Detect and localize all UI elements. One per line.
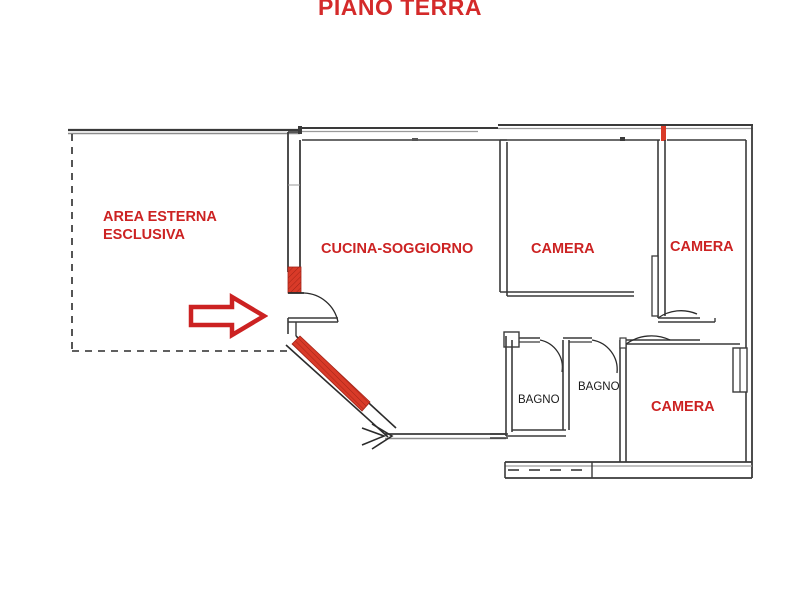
door-swing-arc-camera2 xyxy=(657,310,698,319)
door-swing-arc-bagno1 xyxy=(539,339,564,373)
camera3-walls xyxy=(619,335,740,462)
door-swing-arc-camera3 xyxy=(625,335,671,345)
room-label-bagno-2: BAGNO xyxy=(578,381,620,393)
room-label-camera-2: CAMERA xyxy=(670,239,734,255)
bagno-walls xyxy=(490,331,618,439)
exterior-area-boundary xyxy=(68,128,300,352)
room-label-camera-3: CAMERA xyxy=(651,399,715,415)
partition-camera1-camera2 xyxy=(651,140,716,323)
room-label-cucina-soggiorno: CUCINA-SOGGIORNO xyxy=(321,241,474,257)
diagonal-entrance-wall xyxy=(285,335,397,438)
room-label-bagno-1: BAGNO xyxy=(518,394,560,406)
room-label-camera-1: CAMERA xyxy=(531,241,595,257)
page-title: PIANO TERRA xyxy=(318,0,482,20)
door-swing-arc-bagno2 xyxy=(591,339,618,374)
building-outline-walls xyxy=(298,124,753,479)
room-label-area-esterna: AREA ESTERNA ESCLUSIVA xyxy=(103,208,217,244)
partition-cucina-camera1 xyxy=(499,139,634,297)
door-leaf-camera2 xyxy=(651,255,659,317)
cucina-left-wall xyxy=(287,131,339,336)
room-label-area-esterna-line2: ESCLUSIVA xyxy=(103,227,185,244)
red-wall-segment-entry xyxy=(287,266,302,294)
room-label-area-esterna-line1: AREA ESTERNA xyxy=(103,209,217,225)
red-wall-segment-diagonal xyxy=(291,335,371,412)
door-opening-mark xyxy=(661,126,666,141)
entrance-arrow-icon xyxy=(188,293,268,339)
